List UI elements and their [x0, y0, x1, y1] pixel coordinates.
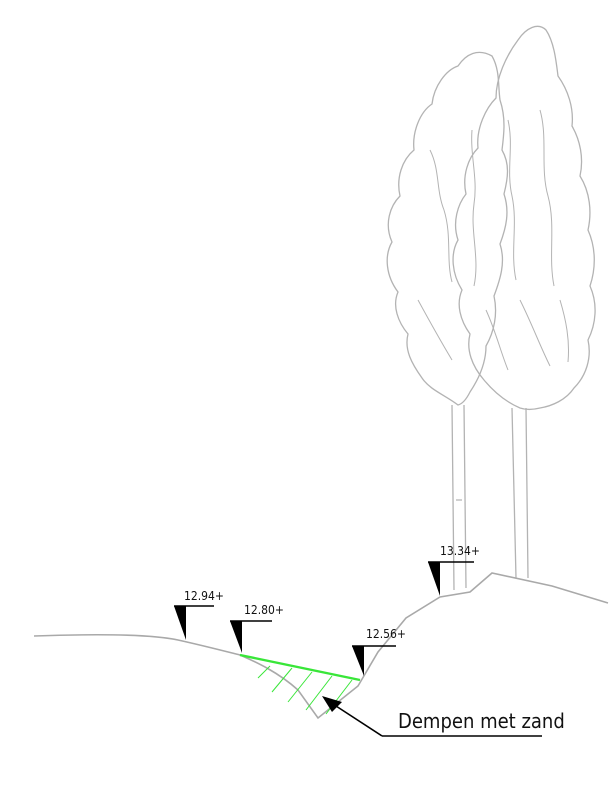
ground-profile [33, 572, 609, 720]
tree-trunk-left [451, 404, 467, 591]
elevation-label-4: 13.34+ [440, 544, 480, 558]
elevation-marker-icon [230, 621, 242, 653]
leader-annotation: Dempen met zand [322, 696, 565, 737]
elevation-label-2: 12.80+ [244, 603, 284, 617]
ground-line [33, 572, 609, 720]
elevation-marker-icon [352, 646, 364, 676]
tree-trunk-right [511, 407, 529, 579]
elevation-marker-2: 12.80+ [230, 603, 284, 653]
elevation-marker-icon [174, 606, 186, 640]
elevation-marker-4: 13.34+ [428, 544, 480, 596]
elevation-label-1: 12.94+ [184, 589, 224, 603]
elevation-label-3: 12.56+ [366, 627, 406, 641]
tree-crown-right [452, 25, 596, 411]
elevation-marker-1: 12.94+ [174, 589, 224, 640]
fill-top-line [239, 653, 361, 682]
arrow-head-icon [322, 696, 342, 712]
tree-icon [386, 25, 596, 591]
leader-line [335, 705, 383, 737]
annotation-text: Dempen met zand [398, 709, 565, 733]
elevation-marker-icon [428, 562, 440, 596]
elevation-marker-3: 12.56+ [352, 627, 406, 676]
tree-texture [417, 109, 569, 371]
tree-crown-left [386, 51, 509, 406]
